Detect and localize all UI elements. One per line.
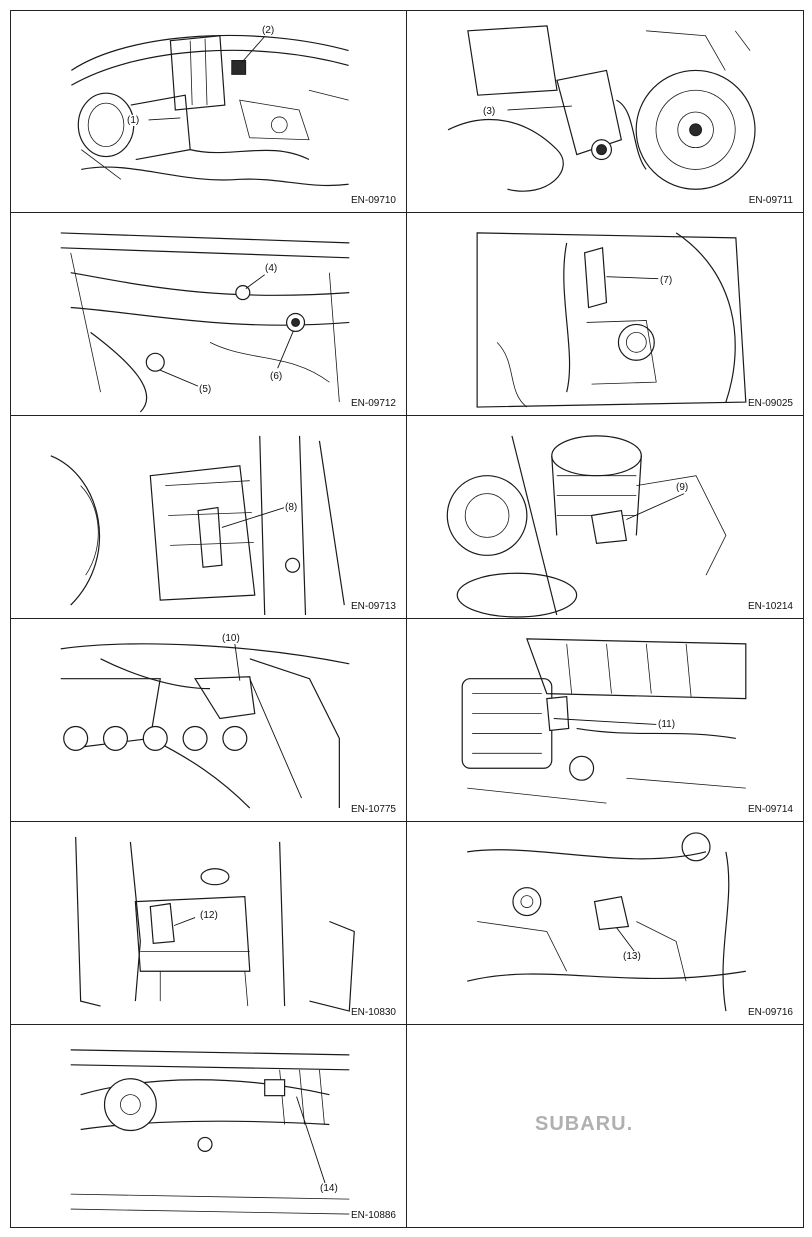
diagram-cell-7: (10) EN-10775 (10, 619, 407, 822)
callout-label: (3) (482, 106, 497, 117)
logo-dot: . (626, 1113, 633, 1135)
engine-illustration-9 (75, 836, 355, 1012)
engine-illustration-1 (71, 34, 349, 187)
subaru-logo: SUBARU. (535, 1113, 632, 1136)
callout-label: (12) (199, 910, 219, 921)
callout-label: (13) (622, 951, 642, 962)
diagram-cell-6: (9) EN-10214 (407, 416, 804, 619)
engine-illustration-11 (70, 1049, 350, 1215)
callout-label: (8) (284, 502, 299, 513)
callout-label: (4) (264, 263, 279, 274)
engine-illustration-3 (60, 232, 350, 413)
figure-code: EN-09025 (747, 398, 793, 409)
engine-illustration-8 (461, 638, 747, 804)
callout-label: (10) (221, 633, 241, 644)
figure-code: EN-10775 (350, 804, 396, 815)
callout-label: (1) (126, 115, 141, 126)
callout-label: (5) (198, 384, 213, 395)
diagram-grid: (2) (1) EN-09710 (3) EN-09711 (10, 10, 804, 1228)
diagram-cell-1: (2) (1) EN-09710 (10, 10, 407, 213)
diagram-cell-10: (13) EN-09716 (407, 822, 804, 1025)
engine-illustration-5 (50, 435, 345, 616)
engine-illustration-6 (446, 435, 727, 618)
callout-label: (2) (261, 25, 276, 36)
figure-code: EN-09710 (350, 195, 396, 206)
figure-code: EN-09713 (350, 601, 396, 612)
callout-label: (6) (269, 371, 284, 382)
diagram-cell-3: (4) (5) (6) EN-09712 (10, 213, 407, 416)
figure-code: EN-09716 (747, 1007, 793, 1018)
figure-code: EN-09712 (350, 398, 396, 409)
callout-label: (11) (657, 719, 677, 730)
engine-illustration-4 (476, 232, 747, 408)
diagram-cell-9: (12) EN-10830 (10, 822, 407, 1025)
diagram-cell-2: (3) EN-09711 (407, 10, 804, 213)
logo-cell: SUBARU. (407, 1025, 804, 1228)
diagram-cell-8: (11) EN-09714 (407, 619, 804, 822)
callout-label: (7) (659, 275, 674, 286)
engine-illustration-2 (447, 25, 756, 192)
diagram-cell-5: (8) EN-09713 (10, 416, 407, 619)
engine-illustration-10 (467, 832, 746, 1012)
figure-code: EN-10830 (350, 1007, 396, 1018)
figure-code: EN-10886 (350, 1210, 396, 1221)
figure-code: EN-09714 (747, 804, 793, 815)
logo-text: SUBARU (535, 1113, 627, 1135)
engine-illustration-7 (60, 643, 350, 809)
diagram-cell-4: (7) EN-09025 (407, 213, 804, 416)
diagram-cell-11: (14) EN-10886 (10, 1025, 407, 1228)
callout-label: (14) (319, 1183, 339, 1194)
figure-code: EN-09711 (748, 195, 793, 206)
callout-label: (9) (675, 482, 690, 493)
figure-code: EN-10214 (747, 601, 793, 612)
